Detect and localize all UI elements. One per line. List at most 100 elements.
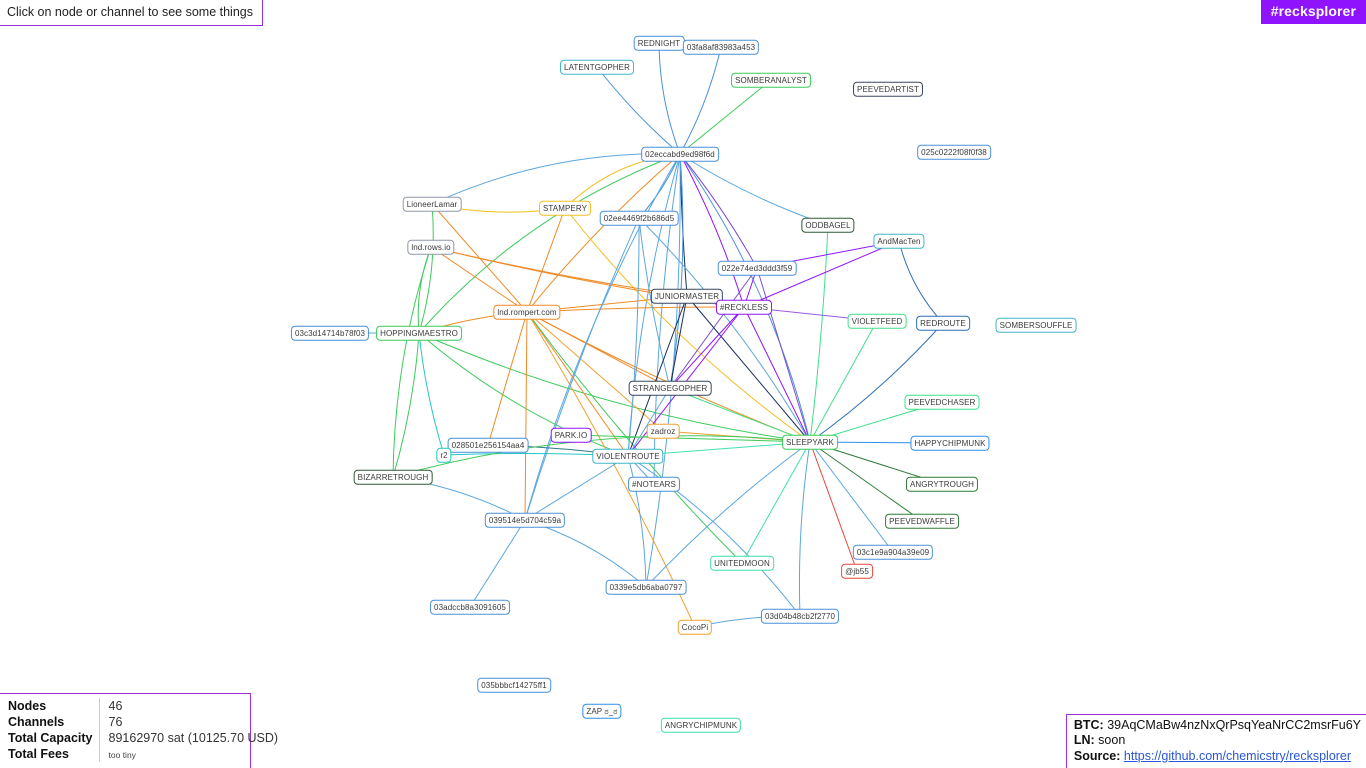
- graph-node[interactable]: JUNIORMASTER: [650, 288, 724, 304]
- graph-node[interactable]: 039514e5d704c59a: [484, 512, 566, 528]
- hint-banner: Click on node or channel to see some thi…: [0, 0, 263, 26]
- graph-node[interactable]: PEEVEDCHASER: [904, 394, 980, 410]
- graph-node[interactable]: 03c1e9a904a39e09: [852, 544, 934, 560]
- graph-edge[interactable]: [669, 295, 688, 389]
- graph-edge[interactable]: [570, 434, 811, 443]
- graph-edge[interactable]: [679, 79, 772, 155]
- graph-node[interactable]: PEEVEDWAFFLE: [885, 513, 959, 529]
- graph-edge[interactable]: [526, 311, 811, 443]
- graph-node[interactable]: #NOTEARS: [628, 476, 680, 492]
- graph-edge[interactable]: [392, 246, 432, 478]
- graph-edge[interactable]: [430, 246, 688, 297]
- graph-node[interactable]: @jb55: [841, 563, 873, 579]
- graph-node[interactable]: 025c0222f08f0f38: [917, 144, 991, 160]
- stat-label-nodes: Nodes: [8, 699, 47, 713]
- graph-node[interactable]: lnd.rompert.com: [493, 304, 561, 320]
- graph-edge[interactable]: [809, 441, 894, 553]
- graph-edge[interactable]: [638, 217, 811, 443]
- graph-edge[interactable]: [679, 153, 745, 308]
- graph-edge[interactable]: [524, 519, 647, 588]
- graph-edge[interactable]: [743, 306, 811, 443]
- graph-edge[interactable]: [741, 441, 811, 564]
- graph-edge[interactable]: [756, 267, 811, 443]
- graph-edge[interactable]: [898, 240, 944, 324]
- graph-node[interactable]: 03fa8af83983a453: [682, 39, 760, 55]
- graph-node[interactable]: VIOLENTROUTE: [592, 448, 664, 464]
- graph-node[interactable]: 03d04b48cb2f2770: [760, 608, 840, 624]
- brand-logo[interactable]: #recksplorer: [1260, 0, 1366, 24]
- graph-edge[interactable]: [627, 455, 647, 588]
- graph-node[interactable]: HAPPYCHIPMUNK: [910, 435, 990, 451]
- graph-edge[interactable]: [627, 217, 640, 457]
- graph-node[interactable]: SLEEPYARK: [782, 434, 838, 450]
- graph-node[interactable]: ANGRYTROUGH: [905, 476, 979, 492]
- graph-edge[interactable]: [526, 311, 664, 432]
- graph-edge[interactable]: [627, 153, 681, 457]
- graph-edge[interactable]: [418, 332, 811, 443]
- graph-node[interactable]: LATENTGOPHER: [560, 59, 634, 75]
- graph-edge[interactable]: [669, 267, 758, 389]
- graph-edge[interactable]: [679, 153, 829, 226]
- graph-edge[interactable]: [564, 207, 811, 443]
- graph-node[interactable]: 03c3d14714b78f03: [290, 325, 370, 341]
- graph-node[interactable]: ANGRYCHIPMUNK: [660, 717, 742, 733]
- graph-node[interactable]: SOMBERANALYST: [731, 72, 811, 88]
- graph-node[interactable]: PEEVEDARTIST: [853, 81, 923, 97]
- graph-node[interactable]: r2: [436, 447, 452, 463]
- graph-node[interactable]: 022e74ed3ddd3f59: [717, 260, 797, 276]
- graph-node[interactable]: CocoPi: [677, 619, 713, 635]
- graph-node[interactable]: UNITEDMOON: [710, 555, 774, 571]
- graph-node[interactable]: HOPPINGMAESTRO: [376, 325, 462, 341]
- graph-edge[interactable]: [638, 153, 681, 219]
- graph-node[interactable]: REDROUTE: [916, 315, 970, 331]
- graph-edge[interactable]: [809, 441, 858, 572]
- graph-edge[interactable]: [627, 387, 671, 457]
- graph-node[interactable]: REDNIGHT: [633, 35, 685, 51]
- graph-edge[interactable]: [526, 311, 671, 389]
- graph-edge[interactable]: [526, 207, 566, 313]
- graph-node[interactable]: SOMBERSOUFFLE: [995, 317, 1077, 333]
- graph-edge[interactable]: [679, 153, 758, 269]
- graph-edge[interactable]: [679, 153, 688, 297]
- graph-edge[interactable]: [596, 66, 681, 155]
- graph-node[interactable]: #RECKLESS: [715, 299, 773, 315]
- graph-node[interactable]: STAMPERY: [538, 200, 592, 216]
- graph-edge[interactable]: [809, 224, 829, 443]
- graph-node[interactable]: ODDBAGEL: [801, 217, 855, 233]
- graph-node[interactable]: 035bbbcf14275ff1: [477, 677, 551, 693]
- graph-node[interactable]: 028501e256154aa4: [447, 437, 529, 453]
- graph-edge[interactable]: [417, 246, 432, 334]
- graph-node[interactable]: LioneerLamar: [402, 196, 462, 212]
- graph-edge[interactable]: [418, 332, 445, 456]
- graph-node[interactable]: BIZARRETROUGH: [353, 469, 433, 485]
- source-link[interactable]: https://github.com/chemicstry/recksplore…: [1123, 748, 1352, 763]
- graph-edge[interactable]: [524, 311, 528, 521]
- graph-edge[interactable]: [686, 295, 811, 443]
- graph-node[interactable]: 02ee4469f2b686d5: [599, 210, 679, 226]
- graph-edge[interactable]: [430, 246, 528, 313]
- graph-node[interactable]: PARK.IO: [550, 427, 592, 443]
- graph-edge[interactable]: [658, 42, 681, 155]
- graph-edge[interactable]: [418, 203, 434, 334]
- graph-edge[interactable]: [524, 217, 640, 521]
- graph-edge[interactable]: [469, 519, 526, 608]
- graph-node[interactable]: 03adccb8a3091605: [430, 599, 510, 615]
- graph-edge[interactable]: [524, 455, 629, 521]
- graph-edge[interactable]: [809, 320, 878, 443]
- graph-edge[interactable]: [431, 203, 528, 313]
- graph-node[interactable]: 0339e5db6aba0797: [605, 579, 687, 595]
- graph-edge[interactable]: [487, 311, 528, 446]
- graph-edge[interactable]: [669, 306, 745, 389]
- graph-node[interactable]: lnd.rows.io: [407, 239, 455, 255]
- graph-edge[interactable]: [669, 153, 684, 389]
- graph-node[interactable]: ZAP ಠ_ಠ: [582, 703, 622, 719]
- graph-node[interactable]: 02eccabd9ed98f6d: [641, 146, 719, 162]
- graph-node[interactable]: STRANGEGOPHER: [628, 380, 712, 396]
- graph-edge[interactable]: [798, 441, 811, 617]
- graph-edge[interactable]: [809, 322, 944, 443]
- graph-edge[interactable]: [392, 332, 420, 478]
- graph-edge[interactable]: [679, 46, 722, 155]
- graph-node[interactable]: VIOLETFEED: [847, 313, 907, 329]
- graph-node[interactable]: zadroz: [646, 423, 680, 439]
- graph-node[interactable]: AndMacTen: [873, 233, 925, 249]
